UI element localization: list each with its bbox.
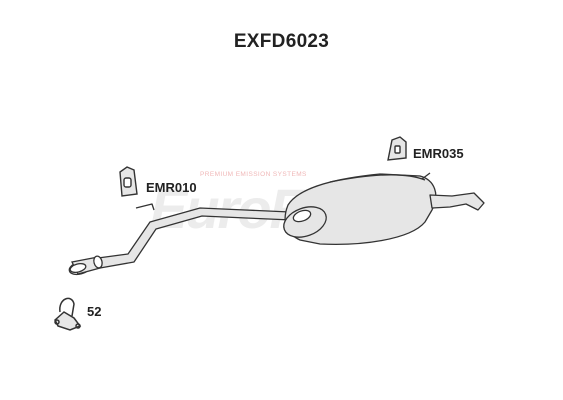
silencer-box xyxy=(283,173,437,245)
rubber-mount-emr010-icon xyxy=(119,166,138,197)
watermark-tagline: PREMIUM EMISSION SYSTEMS xyxy=(200,171,307,178)
rubber-mount-emr035-icon xyxy=(387,136,407,161)
exhaust-pipe xyxy=(97,203,293,269)
label-emr035: EMR035 xyxy=(413,146,464,161)
rear-outlet-pipe xyxy=(421,172,485,211)
label-clamp-52: 52 xyxy=(87,304,102,319)
clamp-52-icon xyxy=(54,297,82,331)
label-emr010: EMR010 xyxy=(146,180,197,195)
part-number-title: EXFD6023 xyxy=(233,31,330,52)
pipe-end xyxy=(68,255,103,276)
